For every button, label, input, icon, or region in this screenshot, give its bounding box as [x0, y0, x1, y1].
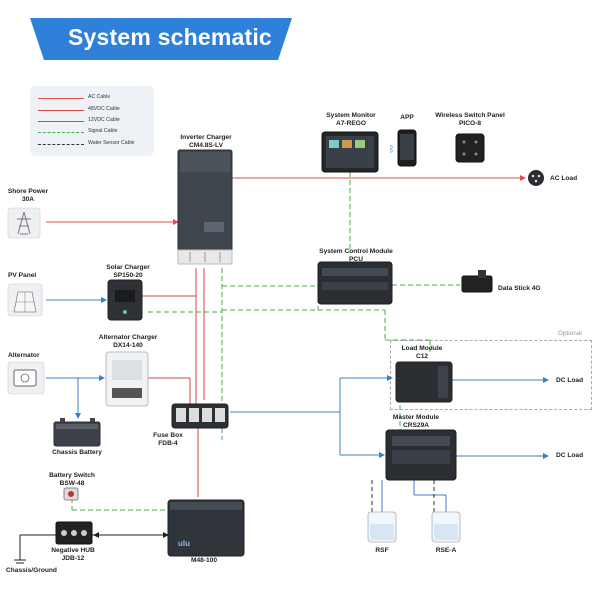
wireless-switch-panel-icon [455, 133, 485, 163]
page-title: System schematic [68, 24, 272, 50]
battery-label: M48-100 [190, 557, 218, 564]
battery-icon: ulu [167, 499, 245, 557]
dc48-cables [140, 268, 205, 497]
optional-label: Optional [558, 330, 582, 337]
alternator-charger-icon [105, 351, 149, 407]
rse-a-label: RSE-A [435, 547, 457, 554]
data-stick-label: Data Stick 4G [498, 285, 541, 292]
alternator-icon [7, 361, 45, 395]
title-banner [30, 18, 292, 60]
pv-panel-label: PV Panel [8, 272, 37, 279]
solar-charger-icon [107, 279, 143, 321]
ac-load-label: AC Load [550, 175, 578, 182]
alternator-label: Alternator [8, 352, 40, 359]
ac-load-icon [528, 170, 544, 186]
ground-cables [14, 532, 169, 564]
dc12-cables [46, 297, 549, 512]
rsf-sensor-icon [367, 511, 397, 543]
chassis-ground-label: Chassis/Ground [6, 567, 57, 574]
chassis-battery-label: Chassis Battery [52, 449, 102, 456]
shore-power-icon [7, 207, 41, 239]
master-module-icon [385, 429, 457, 481]
negative-hub-icon [55, 521, 93, 545]
pv-panel-icon [7, 283, 43, 317]
water-sensor-cables [371, 480, 435, 512]
legend-item-12vdc: 12VDC Cable [38, 117, 150, 126]
legend: AC Cable 48VDC Cable 12VDC Cable Signal … [30, 86, 154, 156]
dc-load-1-label: DC Load [556, 377, 584, 384]
data-stick-icon [461, 270, 493, 293]
dc-load-2-label: DC Load [556, 452, 584, 459]
inverter-charger-icon [177, 149, 233, 265]
bluetooth-icon: ᛒ [389, 144, 394, 154]
rse-a-sensor-icon [431, 511, 461, 543]
legend-item-ac: AC Cable [38, 94, 150, 103]
fuse-box-icon [171, 403, 229, 429]
system-monitor-icon [321, 131, 379, 173]
svg-text:ulu: ulu [178, 539, 190, 548]
legend-item-water-sensor: Water Sensor Cable [38, 140, 150, 149]
load-module-icon [395, 361, 453, 403]
chassis-battery-icon [53, 418, 101, 447]
app-phone-icon [397, 129, 417, 167]
battery-switch-icon [63, 487, 79, 501]
ac-cables [46, 175, 526, 225]
control-module-icon [317, 261, 393, 305]
rsf-label: RSF [375, 547, 389, 554]
app-label: APP [400, 114, 414, 121]
legend-item-48vdc: 48VDC Cable [38, 106, 150, 115]
legend-item-signal: Signal Cable [38, 128, 150, 137]
